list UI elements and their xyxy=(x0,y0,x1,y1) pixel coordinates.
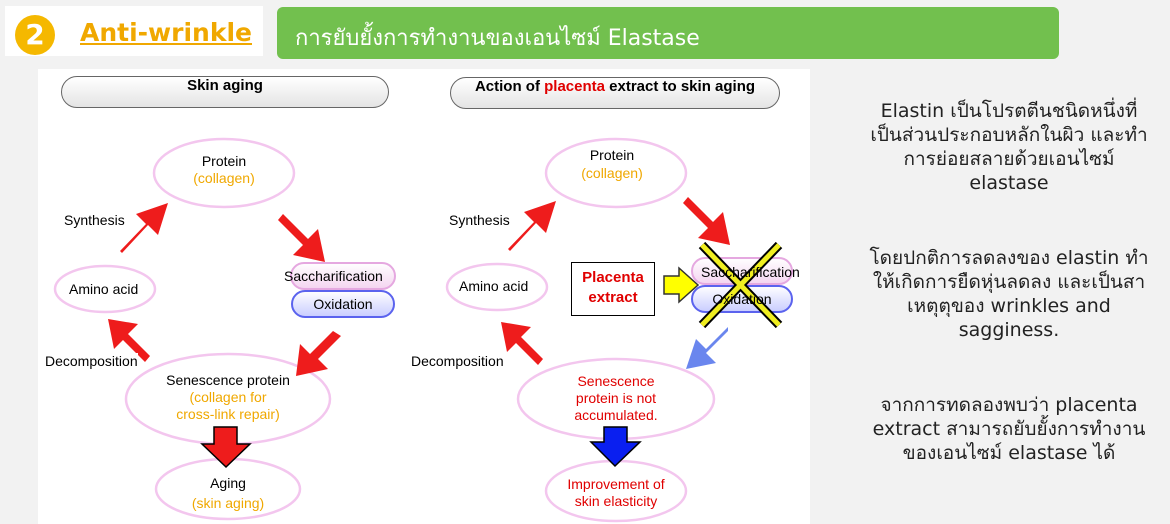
placenta-line2: extract xyxy=(588,289,638,306)
senescence-sub1-left: (collagen for xyxy=(189,389,267,405)
senescence-sub2-left: cross-link repair) xyxy=(176,406,280,422)
saccharification-label-right: Saccharification xyxy=(701,264,800,280)
collagen-label-left: (collagen) xyxy=(193,170,255,186)
desc-p2-line3: เหตุตุของ wrinkles and xyxy=(907,295,1111,317)
desc-p3-line2: extract สามารถยับยั้งการทำงาน xyxy=(872,418,1146,440)
oxid-pill-left xyxy=(291,290,395,318)
section-badge: 2 Anti-wrinkle xyxy=(5,6,263,56)
desc-p1-line1: Elastin เป็นโปรตตีนชนิดหนึ่งที่ xyxy=(880,100,1138,122)
collagen-label-right: (collagen) xyxy=(581,165,643,181)
arrow-yellow-right xyxy=(663,266,700,304)
amino-ellipse-left xyxy=(53,264,157,314)
arrow-blue-down-right xyxy=(589,426,642,468)
header-pre: Action of xyxy=(474,78,545,95)
synthesis-label-left: Synthesis xyxy=(64,212,125,228)
protein-ellipse-right xyxy=(544,137,688,209)
diagram-graphics xyxy=(53,137,793,523)
placenta-action-header: Action of placenta extract to skin aging xyxy=(450,77,780,109)
desc-p1-line3: การย่อยสลายด้วยเอนไซม์ xyxy=(903,148,1115,170)
description-paragraph-2: โดยปกติการลดลงของ elastin ทำ ให้เกิดการย… xyxy=(848,246,1170,342)
section-number: 2 xyxy=(15,15,55,55)
header-post: extract to skin aging xyxy=(604,78,756,95)
arrow-synthesis-left xyxy=(120,203,168,253)
amino-acid-label-left: Amino acid xyxy=(69,281,139,297)
sacch-pill-left xyxy=(290,262,396,290)
arrow-decomp-left xyxy=(108,319,150,362)
description-paragraph-3: จากการทดลองพบว่า placenta extract สามารถ… xyxy=(848,393,1170,465)
arrow-decomp-right xyxy=(501,322,543,365)
header-placenta: placenta xyxy=(544,78,605,95)
topic-title: การยับยั้งการทำงานของเอนไซม์ Elastase xyxy=(295,26,700,51)
senescence-line1-right: Senescence xyxy=(577,373,655,389)
improvement-line1-right: Improvement of xyxy=(567,476,665,492)
protein-label-right: Protein xyxy=(589,147,635,163)
desc-p1-line2: เป็นส่วนประกอบหลักในผิว และทำ xyxy=(870,124,1148,146)
description-paragraph-1: Elastin เป็นโปรตตีนชนิดหนึ่งที่ เป็นส่วน… xyxy=(848,99,1170,195)
amino-ellipse-right xyxy=(445,262,549,312)
diagram-panel: Skin aging Action of placenta extract to… xyxy=(38,69,810,524)
improvement-line2-right: skin elasticity xyxy=(574,493,658,509)
desc-p2-line4: sagginess. xyxy=(958,319,1060,341)
saccharification-label-left: Saccharification xyxy=(284,268,383,284)
oxidation-label-left: Oxidation xyxy=(313,296,373,312)
protein-label-left: Protein xyxy=(201,153,247,169)
senescence-label-left: Senescence protein xyxy=(166,372,290,388)
desc-p1-line4: elastase xyxy=(969,172,1049,194)
aging-label-left: Aging xyxy=(210,475,246,491)
placenta-extract-box: Placenta extract xyxy=(571,262,655,316)
arrow-aging-left xyxy=(200,426,252,469)
arrow-oxid-left xyxy=(296,331,341,376)
decomposition-label-right: Decomposition xyxy=(411,353,504,369)
synthesis-label-right: Synthesis xyxy=(449,212,510,228)
arrow-blue-diag-right xyxy=(686,327,728,369)
senescence-line3-right: accumulated. xyxy=(574,407,658,423)
protein-ellipse-left xyxy=(152,137,296,209)
arrow-synthesis-right xyxy=(508,201,556,251)
arrow-sacch-right xyxy=(683,197,730,245)
arrow-sacch-left xyxy=(278,214,325,262)
desc-p3-line3: ของเอนไซม์ elastase ได้ xyxy=(902,442,1116,464)
oxidation-label-right: Oxidation xyxy=(712,291,772,307)
senescence-line2-right: protein is not xyxy=(575,390,657,406)
desc-p2-line1: โดยปกติการลดลงของ elastin ทำ xyxy=(869,247,1149,269)
section-title: Anti-wrinkle xyxy=(80,18,252,47)
decomposition-label-left: Decomposition xyxy=(45,353,138,369)
desc-p3-line1: จากการทดลองพบว่า placenta xyxy=(880,394,1138,416)
placenta-line1: Placenta xyxy=(582,269,644,286)
skin-aging-sub-left: (skin aging) xyxy=(191,495,265,511)
topic-bar: การยับยั้งการทำงานของเอนไซม์ Elastase xyxy=(277,7,1059,59)
desc-p2-line2: ให้เกิดการยืดหุ่นลดลง และเป็นสา xyxy=(872,271,1146,293)
skin-aging-header: Skin aging xyxy=(61,76,389,108)
amino-acid-label-right: Amino acid xyxy=(459,278,529,294)
